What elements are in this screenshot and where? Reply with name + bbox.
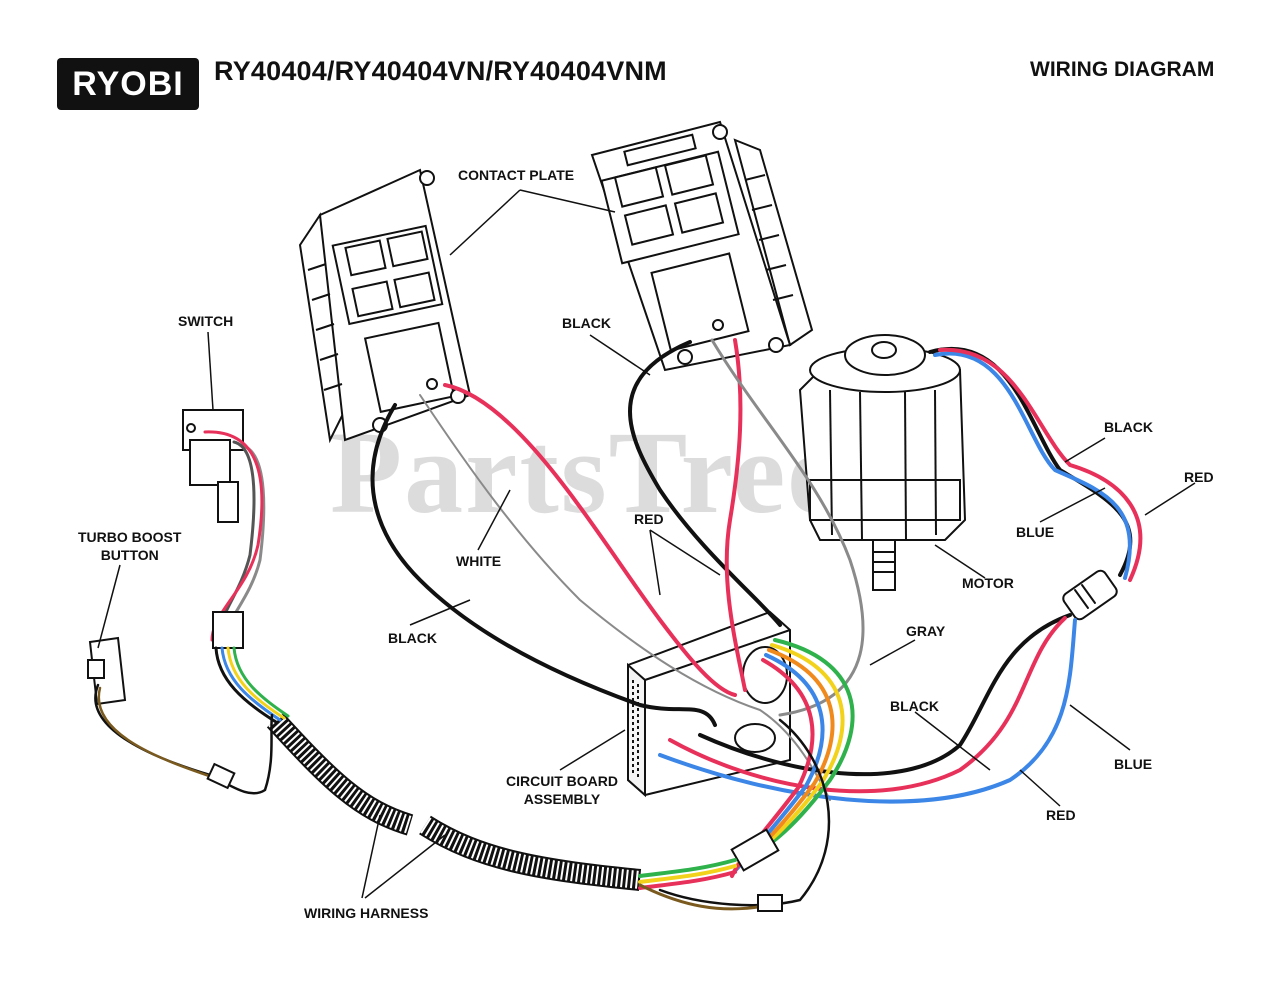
switch bbox=[182, 409, 244, 523]
label-turbo-boost-button: TURBO BOOST BUTTON bbox=[78, 529, 182, 563]
ryobi-logo: RYOBI bbox=[57, 58, 199, 110]
small-connector bbox=[757, 894, 783, 912]
motor bbox=[798, 334, 967, 591]
switch-connector bbox=[212, 611, 244, 649]
contact-plate-right bbox=[590, 120, 814, 372]
label-blue-right: BLUE bbox=[1016, 524, 1055, 540]
wires bbox=[94, 338, 1143, 912]
label-switch: SWITCH bbox=[178, 313, 234, 329]
label-red-center: RED bbox=[634, 511, 664, 527]
label-black-left: BLACK bbox=[388, 630, 437, 646]
label-motor: MOTOR bbox=[962, 575, 1014, 591]
label-red-right-top: RED bbox=[1184, 469, 1214, 485]
motor-connector bbox=[1062, 569, 1118, 621]
contact-plate-left bbox=[298, 168, 472, 444]
label-black-right-top: BLACK bbox=[1104, 419, 1153, 435]
label-white: WHITE bbox=[456, 553, 502, 569]
logo-text: RYOBI bbox=[72, 64, 184, 103]
label-contact-plate: CONTACT PLATE bbox=[458, 167, 575, 183]
label-red-bottom: RED bbox=[1046, 807, 1076, 823]
turbo-boost-button bbox=[87, 636, 127, 706]
label-circuit-board-assembly: CIRCUIT BOARD ASSEMBLY bbox=[506, 773, 618, 807]
wiring-harness-sheath bbox=[266, 712, 642, 891]
page-title: WIRING DIAGRAM bbox=[1030, 58, 1215, 81]
circuit-board-assembly bbox=[627, 610, 791, 798]
label-wiring-harness: WIRING HARNESS bbox=[304, 905, 429, 921]
label-blue-right-bottom: BLUE bbox=[1114, 756, 1153, 772]
label-black-right-bottom: BLACK bbox=[890, 698, 939, 714]
harness-connector bbox=[730, 828, 780, 872]
model-title: RY40404/RY40404VN/RY40404VNM bbox=[214, 56, 667, 86]
label-gray: GRAY bbox=[906, 623, 946, 639]
label-black-top: BLACK bbox=[562, 315, 611, 331]
leader-lines bbox=[97, 189, 1196, 899]
